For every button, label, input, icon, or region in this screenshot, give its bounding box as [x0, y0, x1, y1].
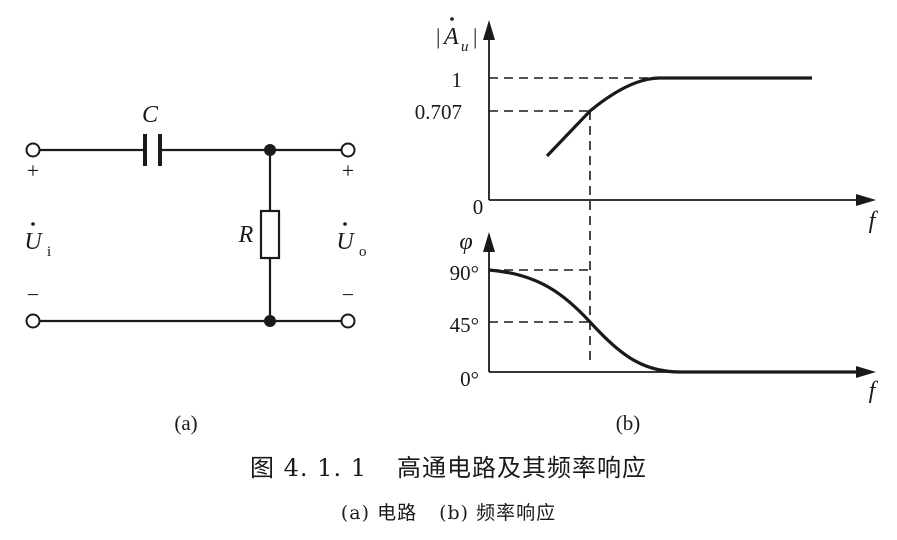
input-terminal-bottom — [25, 313, 41, 329]
circuit-diagram: C R + − U i + − U o (a) — [24, 102, 366, 435]
subcaption-a: (a) 电路 — [340, 502, 418, 524]
input-minus-sign: − — [27, 282, 39, 307]
output-minus-sign: − — [342, 282, 354, 307]
origin-label: 0 — [473, 195, 484, 219]
phase-x-label: f — [869, 378, 879, 404]
phase-tick-0: 0° — [460, 367, 479, 391]
panel-a-label: (a) — [174, 411, 197, 435]
amplitude-y-subscript: u — [461, 39, 469, 55]
phase-response-curve — [488, 268, 862, 374]
panel-b-label: (b) — [616, 411, 641, 435]
output-voltage-symbol: U — [336, 229, 355, 255]
phase-tick-45: 45° — [450, 313, 479, 337]
node-top — [264, 144, 276, 156]
capacitor-label: C — [142, 102, 159, 128]
amplitude-y-symbol: A — [442, 24, 459, 50]
amplitude-tick-0707: 0.707 — [415, 100, 462, 124]
phase-x-arrow — [856, 366, 876, 378]
amplitude-y-dot-accent — [450, 17, 454, 21]
amplitude-tick-1: 1 — [452, 68, 463, 92]
phase-response-plot: φ 90° 45° 0° f (b) — [450, 229, 879, 435]
phase-y-arrow — [483, 232, 495, 252]
input-terminal-top — [25, 142, 41, 158]
input-voltage-subscript: i — [47, 244, 51, 260]
amplitude-x-label: f — [869, 208, 879, 234]
figure-number: 图 4. 1. 1 — [250, 454, 367, 482]
input-plus-sign: + — [27, 158, 39, 183]
figure-subcaption: (a) 电路 (b) 频率响应 — [0, 498, 897, 525]
amplitude-response-plot: | A u | 1 0.707 0 f — [415, 17, 879, 234]
phase-tick-90: 90° — [450, 261, 479, 285]
amplitude-y-bar-right: | — [473, 24, 477, 49]
subcaption-b: (b) 频率响应 — [439, 502, 557, 524]
amplitude-y-arrow — [483, 20, 495, 40]
output-terminal-top — [340, 142, 356, 158]
node-bottom — [264, 315, 276, 327]
output-voltage-subscript: o — [359, 244, 367, 260]
phase-y-label: φ — [459, 229, 472, 255]
figure-caption: 图 4. 1. 1 高通电路及其频率响应 — [0, 448, 897, 483]
input-voltage-symbol: U — [24, 229, 43, 255]
output-dot-accent — [343, 222, 347, 226]
figure-title: 高通电路及其频率响应 — [396, 454, 647, 482]
amplitude-x-arrow — [856, 194, 876, 206]
output-plus-sign: + — [342, 158, 354, 183]
output-terminal-bottom — [340, 313, 356, 329]
amplitude-y-bar-left: | — [436, 24, 440, 49]
resistor — [259, 209, 281, 260]
resistor-label: R — [238, 222, 254, 248]
amplitude-response-curve — [545, 76, 812, 158]
input-dot-accent — [31, 222, 35, 226]
